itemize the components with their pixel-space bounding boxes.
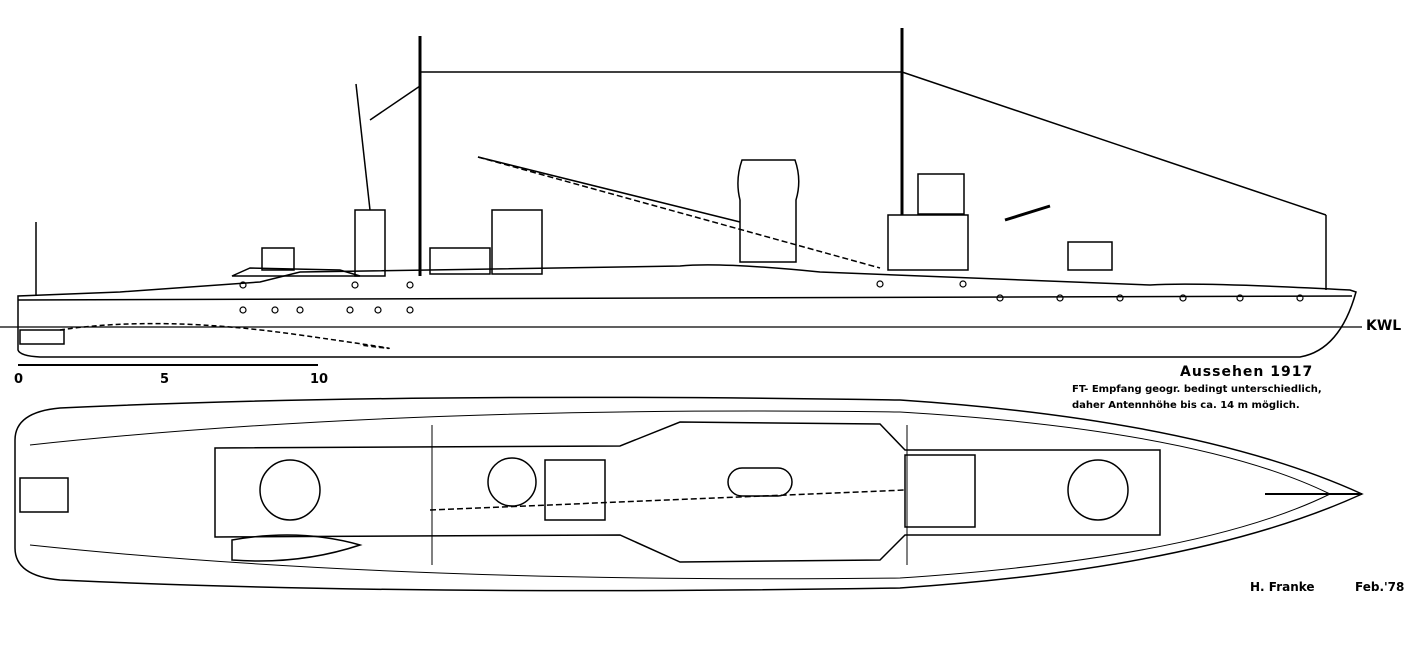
deck-plan — [214, 421, 1161, 563]
boom-dashed — [477, 156, 881, 269]
note-line-2: daher Antennhöhe bis ca. 14 m möglich. — [1072, 400, 1300, 411]
deckhouse — [429, 247, 491, 275]
crane — [1004, 204, 1051, 222]
aft-funnel — [491, 209, 543, 275]
portholes — [239, 280, 1304, 314]
bridge — [887, 214, 969, 271]
drawing-title: Aussehen 1917 — [1180, 364, 1314, 380]
hull-bottom-dash — [59, 322, 390, 350]
scale-tick-0: 0 — [14, 372, 24, 387]
rudder — [19, 329, 65, 345]
turret-aft — [259, 459, 321, 521]
hatch-stern — [19, 477, 69, 513]
bridge-plan — [904, 454, 976, 528]
deck-line — [17, 295, 1353, 301]
funnel-plan — [487, 457, 537, 507]
waterline-label: KWL — [1366, 318, 1402, 334]
author-credit: H. Franke — [1250, 580, 1315, 594]
bridge-top — [917, 173, 965, 215]
skylights — [544, 459, 606, 521]
derrick-stay — [369, 85, 421, 121]
hull-side — [17, 264, 1357, 358]
note-line-1: FT- Empfang geogr. bedingt unterschiedli… — [1072, 384, 1322, 395]
main-funnel — [737, 159, 800, 263]
deck-edge — [29, 410, 1332, 580]
fore-funnel — [354, 209, 386, 277]
gun-fore — [1067, 241, 1113, 271]
forestay — [901, 71, 1327, 216]
drawing-date: Feb.'78 — [1355, 580, 1404, 594]
main-funnel-plan — [727, 467, 793, 497]
scale-tick-5: 5 — [160, 372, 170, 387]
gun-aft — [231, 267, 361, 277]
scale-tick-10: 10 — [310, 372, 329, 387]
boat — [231, 534, 363, 562]
boom — [477, 156, 741, 223]
centerline-dash — [429, 489, 906, 511]
turret-fore — [1067, 459, 1129, 521]
side-profile — [0, 28, 1362, 358]
derrick — [355, 83, 371, 211]
plan-view — [14, 396, 1364, 592]
gun-aft-shield — [261, 247, 295, 271]
